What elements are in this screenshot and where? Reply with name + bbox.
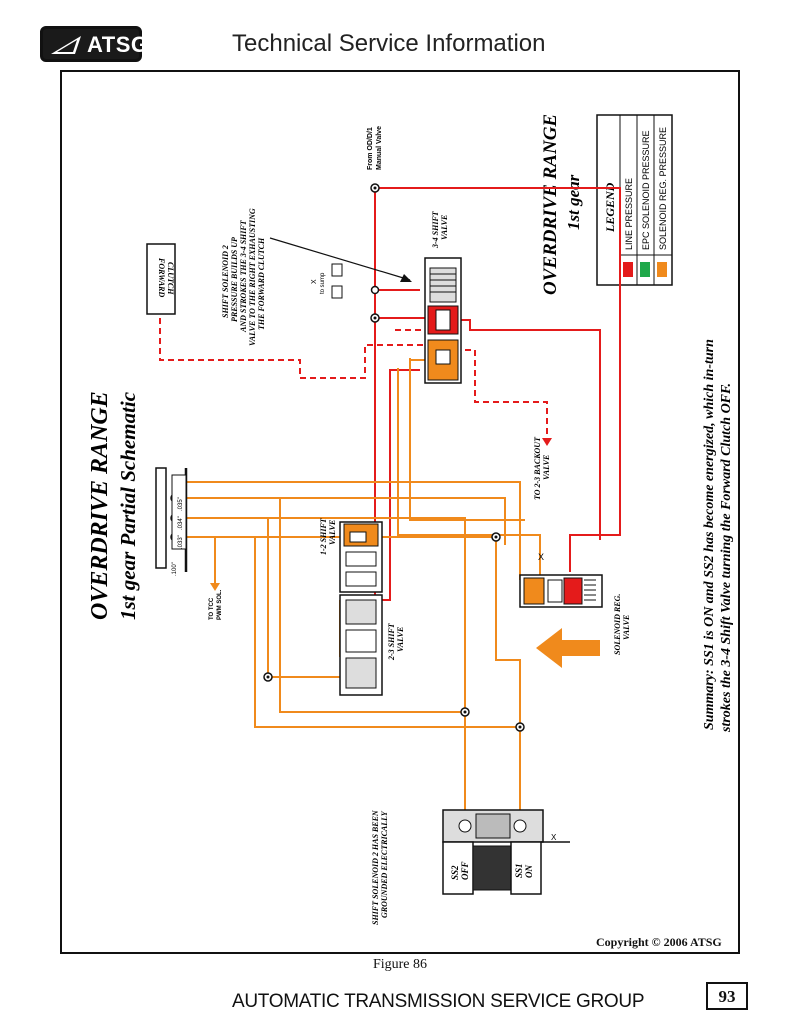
range-subtitle: 1st gear bbox=[564, 174, 583, 230]
legend-label-solreg: SOLENOID REG. PRESSURE bbox=[658, 127, 668, 250]
svg-text:VALVE: VALVE bbox=[396, 627, 405, 652]
note-pointer-line bbox=[269, 237, 411, 281]
orifice-plate bbox=[155, 467, 188, 572]
main-subtitle: 1st gear Partial Schematic bbox=[116, 391, 140, 620]
tcc-label: TO TCC PWM SOL. bbox=[209, 589, 223, 620]
logo-text: ATSG bbox=[87, 32, 149, 57]
copyright: Copyright © 2006 ATSG bbox=[596, 935, 722, 949]
forward-clutch-label-2: CLUTCH bbox=[166, 262, 175, 295]
solenoid-connector bbox=[472, 845, 512, 891]
sump-label: to sump bbox=[320, 272, 326, 294]
svg-text:TO TCC: TO TCC bbox=[209, 597, 215, 620]
svg-text:.100": .100" bbox=[172, 562, 178, 576]
legend: LEGEND LINE PRESSURE EPC SOLENOID PRESSU… bbox=[596, 114, 673, 286]
ss1-body bbox=[510, 841, 542, 895]
svg-text:ON: ON bbox=[524, 865, 534, 878]
legend-swatch-epc bbox=[640, 262, 650, 277]
svg-text:2-3 SHIFT: 2-3 SHIFT bbox=[387, 622, 396, 661]
svg-text:SS2: SS2 bbox=[450, 865, 460, 880]
grounded-note: SHIFT SOLENOID 2 HAS BEEN GROUNDED ELECT… bbox=[371, 809, 389, 925]
sump-port-2 bbox=[331, 285, 343, 299]
main-title: OVERDRIVE RANGE bbox=[87, 391, 113, 620]
valve-2-3-label: 2-3 SHIFT VALVE bbox=[387, 622, 405, 661]
svg-text:VALVE: VALVE bbox=[542, 455, 551, 480]
shift-solenoid-assembly bbox=[442, 809, 570, 895]
flow-direction-arrow-icon bbox=[536, 628, 600, 668]
svg-text:SHIFT SOLENOID 2: SHIFT SOLENOID 2 bbox=[221, 245, 230, 318]
ss2-body bbox=[442, 841, 474, 895]
page-number: 93 bbox=[706, 982, 748, 1010]
ss1-label: SS1 ON bbox=[514, 863, 534, 878]
svg-text:PRESSURE BUILDS UP: PRESSURE BUILDS UP bbox=[230, 237, 239, 322]
range-title: OVERDRIVE RANGE bbox=[540, 114, 561, 295]
backout-arrow-icon bbox=[542, 438, 552, 446]
shift-valve-3-4 bbox=[424, 257, 462, 384]
svg-text:AND STROKES THE 3-4 SHIFT: AND STROKES THE 3-4 SHIFT bbox=[239, 219, 248, 333]
svg-text:From OD/D/1: From OD/D/1 bbox=[367, 127, 374, 170]
svg-text:TO 2-3 BACKOUT: TO 2-3 BACKOUT bbox=[533, 436, 542, 500]
svg-text:VALVE TO THE RIGHT EXHAUSTING: VALVE TO THE RIGHT EXHAUSTING bbox=[248, 208, 257, 346]
solenoid-reg-passages bbox=[175, 358, 541, 820]
from-od-label: From OD/D/1 Manual Valve bbox=[367, 126, 383, 170]
summary-text: Summary: SS1 is ON and SS2 has become en… bbox=[702, 339, 734, 733]
forward-clutch-box bbox=[146, 243, 176, 315]
solenoid-reg-valve bbox=[519, 574, 603, 608]
logo-emblem-icon bbox=[51, 36, 81, 54]
legend-heading: LEGEND bbox=[603, 182, 617, 233]
figure-caption: Figure 86 bbox=[372, 957, 428, 972]
svg-text:SOLENOID REG.: SOLENOID REG. bbox=[613, 594, 622, 655]
sump-x-label: X bbox=[311, 279, 318, 284]
valve-1-2-label: 1-2 SHIFT VALVE bbox=[319, 517, 337, 555]
svg-text:strokes the 3-4 Shift Valve tu: strokes the 3-4 Shift Valve turning the … bbox=[719, 383, 734, 733]
forward-clutch-label-1: FORWARD bbox=[157, 257, 166, 297]
page-footer: AUTOMATIC TRANSMISSION SERVICE GROUP bbox=[232, 991, 645, 1012]
svg-text:SHIFT SOLENOID 2 HAS BEEN: SHIFT SOLENOID 2 HAS BEEN bbox=[371, 809, 380, 925]
svg-text:VALVE: VALVE bbox=[328, 520, 337, 545]
page-header-title: Technical Service Information bbox=[232, 30, 546, 57]
backout-label: TO 2-3 BACKOUT VALVE bbox=[533, 436, 551, 500]
legend-swatch-line bbox=[623, 262, 633, 277]
figure-frame bbox=[60, 70, 740, 954]
svg-text:VALVE: VALVE bbox=[440, 215, 449, 240]
svg-text:.034": .034" bbox=[178, 516, 184, 530]
valve-3-4-label: 3-4 SHIFT VALVE bbox=[431, 210, 449, 249]
svg-text:Manual Valve: Manual Valve bbox=[376, 126, 383, 170]
svg-text:GROUNDED ELECTRICALLY: GROUNDED ELECTRICALLY bbox=[380, 810, 389, 918]
svg-text:.033": .033" bbox=[178, 535, 184, 549]
solenoid-reg-label: SOLENOID REG. VALVE bbox=[613, 594, 631, 655]
svg-text:1-2 SHIFT: 1-2 SHIFT bbox=[319, 517, 328, 555]
svg-text:OFF: OFF bbox=[460, 861, 470, 880]
shift-valve-2-3 bbox=[339, 594, 383, 696]
svg-text:VALVE: VALVE bbox=[622, 615, 631, 640]
solenoid-reg-x: X bbox=[538, 552, 544, 562]
svg-text:THE FORWARD CLUTCH: THE FORWARD CLUTCH bbox=[257, 237, 266, 330]
note-arrow-icon bbox=[400, 274, 412, 282]
shift-valve-1-2 bbox=[339, 521, 383, 593]
tcc-arrow-icon bbox=[210, 583, 220, 591]
shift-solenoid-note: SHIFT SOLENOID 2 PRESSURE BUILDS UP AND … bbox=[221, 208, 266, 346]
sump-port-1 bbox=[331, 263, 343, 277]
exhausted-passages bbox=[159, 318, 548, 440]
atsg-logo: ATSG bbox=[40, 26, 148, 62]
solenoid-x: X bbox=[551, 833, 557, 842]
ss2-label: SS2 OFF bbox=[450, 861, 470, 880]
svg-text:PWM SOL.: PWM SOL. bbox=[217, 589, 223, 620]
svg-text:.035": .035" bbox=[178, 497, 184, 511]
legend-label-epc: EPC SOLENOID PRESSURE bbox=[641, 130, 651, 250]
svg-text:SS1: SS1 bbox=[514, 863, 524, 878]
legend-label-line: LINE PRESSURE bbox=[624, 178, 634, 250]
svg-text:3-4 SHIFT: 3-4 SHIFT bbox=[431, 210, 440, 249]
legend-swatch-solreg bbox=[657, 262, 667, 277]
svg-text:Summary: SS1 is ON and SS2 has: Summary: SS1 is ON and SS2 has become en… bbox=[702, 339, 717, 730]
orifice-sizes: .100" .033" .034" .035" bbox=[172, 497, 184, 576]
